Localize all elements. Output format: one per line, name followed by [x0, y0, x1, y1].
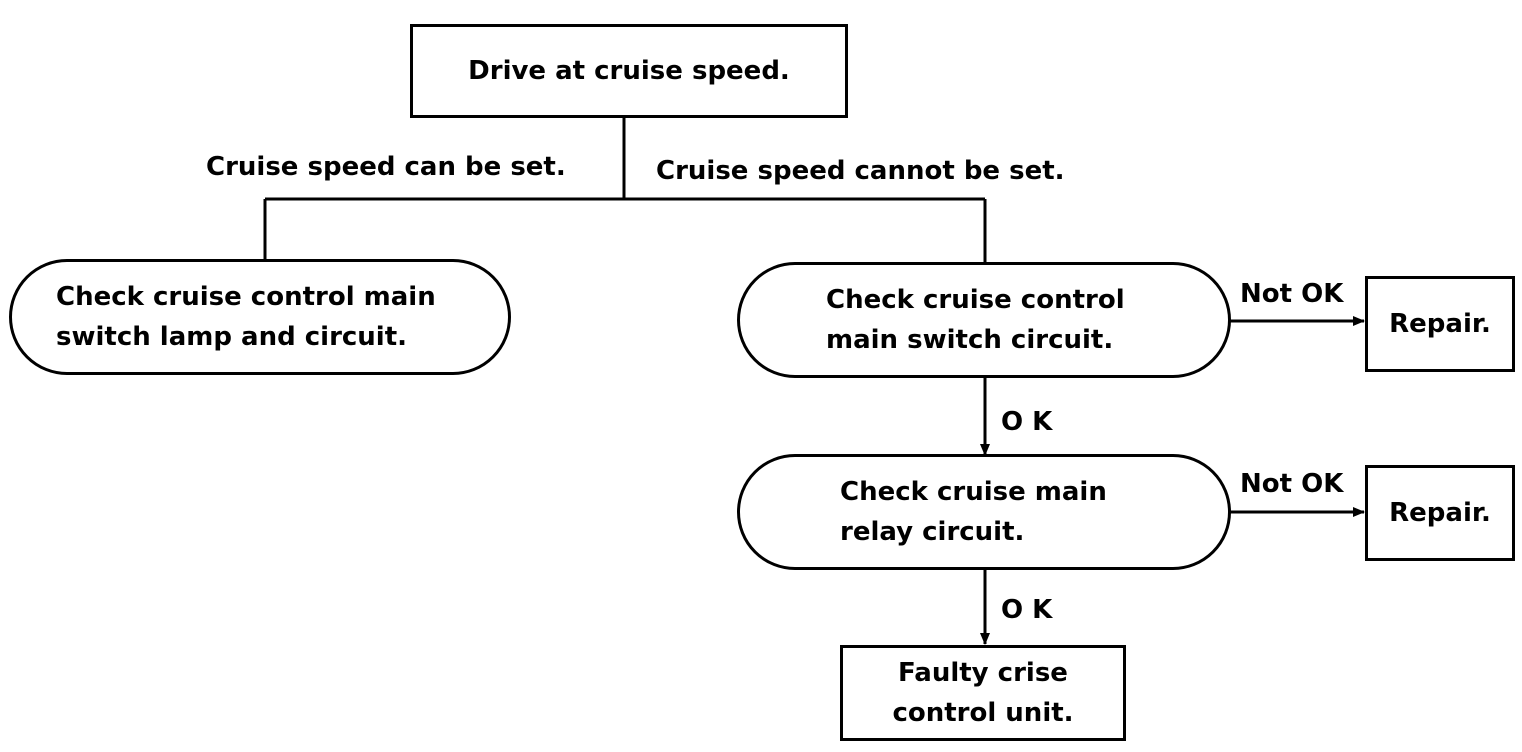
- faulty-unit-text: Faulty crise control unit.: [892, 658, 1074, 728]
- repair-node-2: Repair.: [1365, 465, 1515, 561]
- check-switch-node: Check cruise control main switch circuit…: [737, 262, 1231, 378]
- check-lamp-text: Check cruise control main switch lamp an…: [56, 282, 436, 352]
- branch-no-label: Cruise speed cannot be set.: [656, 156, 1065, 186]
- check-lamp-node: Check cruise control main switch lamp an…: [9, 259, 511, 375]
- repair-node-1: Repair.: [1365, 276, 1515, 372]
- not-ok-1-label: Not OK: [1240, 279, 1344, 309]
- check-relay-node: Check cruise main relay circuit.: [737, 454, 1231, 570]
- start-node-text: Drive at cruise speed.: [468, 56, 790, 86]
- ok-1-label: O K: [1001, 407, 1053, 437]
- start-node: Drive at cruise speed.: [410, 24, 848, 118]
- repair-1-text: Repair.: [1389, 309, 1491, 339]
- branch-yes-label: Cruise speed can be set.: [206, 152, 566, 182]
- check-switch-text: Check cruise control main switch circuit…: [826, 285, 1125, 355]
- ok-2-label: O K: [1001, 595, 1053, 625]
- repair-2-text: Repair.: [1389, 498, 1491, 528]
- not-ok-2-label: Not OK: [1240, 469, 1344, 499]
- check-relay-text: Check cruise main relay circuit.: [840, 477, 1107, 547]
- faulty-unit-node: Faulty crise control unit.: [840, 645, 1126, 741]
